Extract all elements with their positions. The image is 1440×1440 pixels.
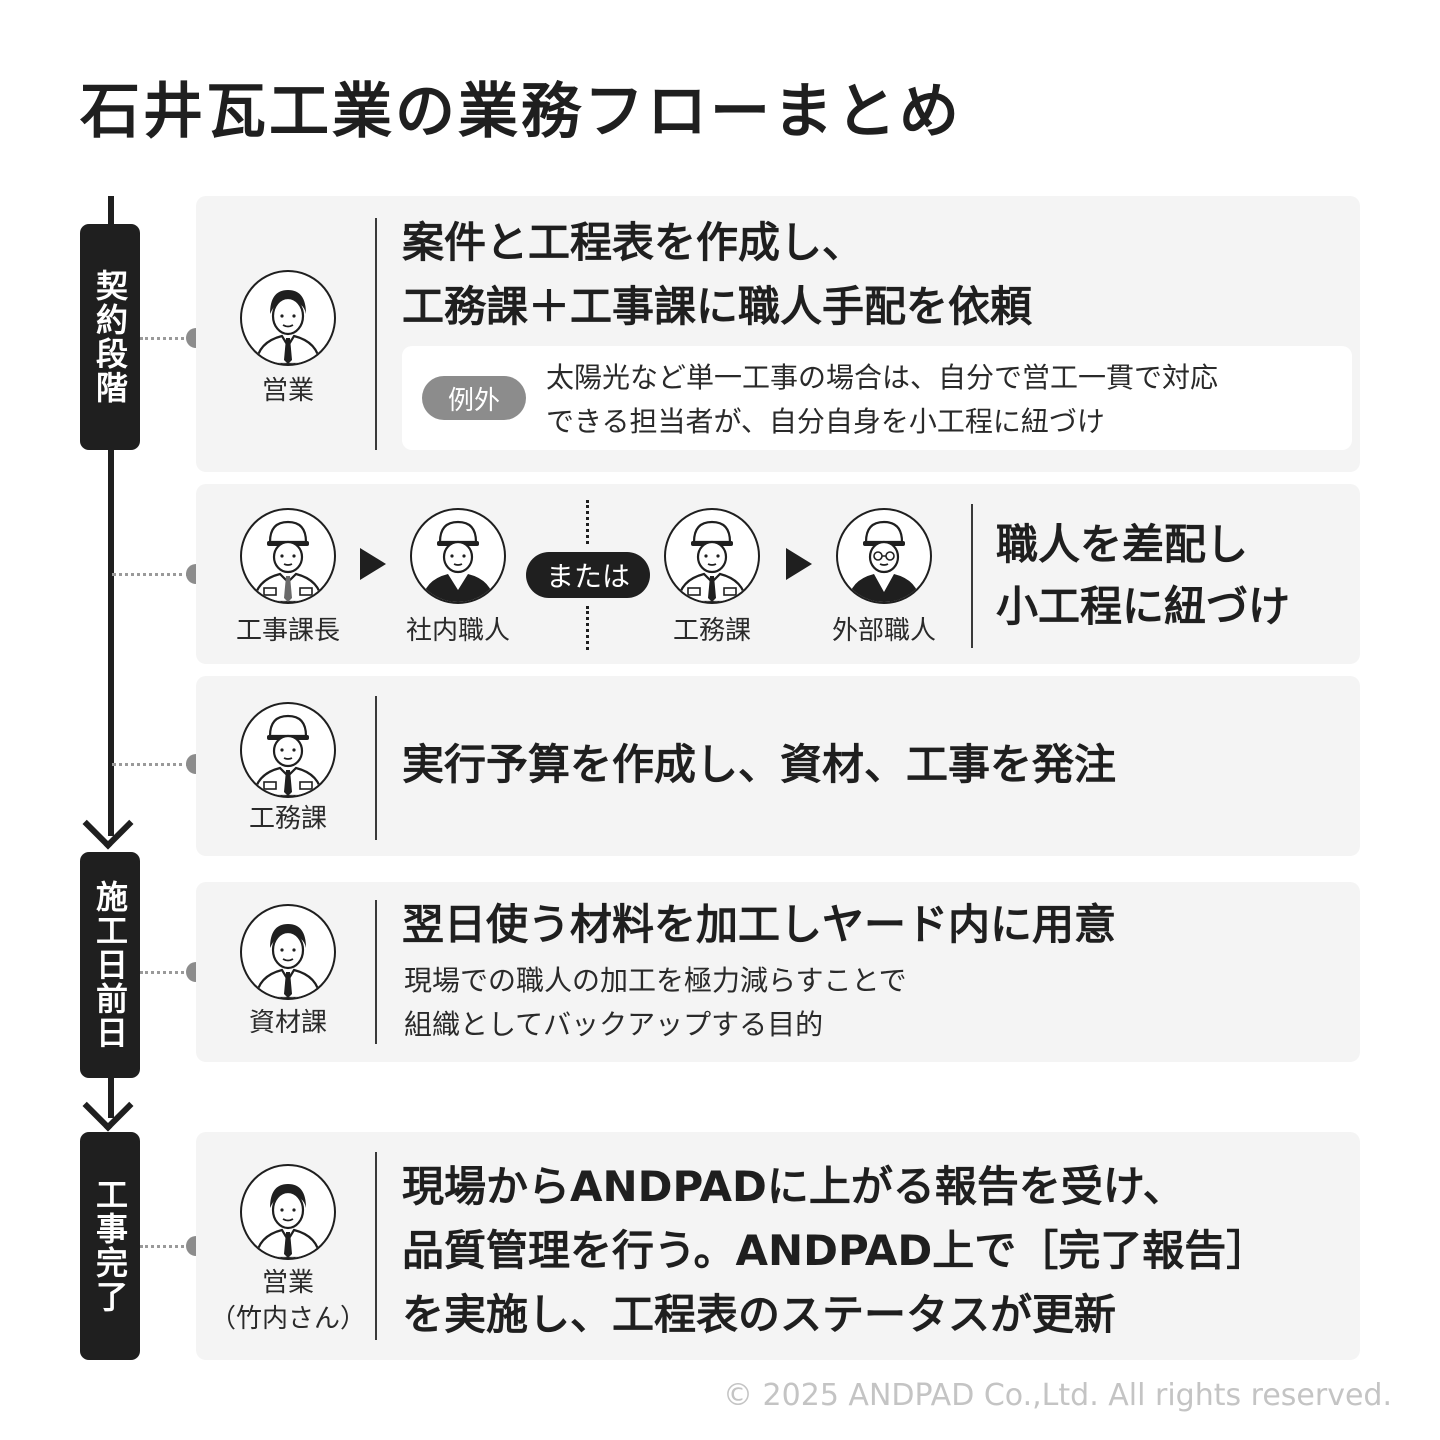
office-worker-avatar: [240, 1164, 336, 1260]
heading-line-2: 品質管理を行う。ANDPAD上で［完了報告］: [402, 1226, 1269, 1275]
separator: [971, 504, 973, 648]
arrow-right-icon: [786, 548, 812, 580]
office-worker-avatar: [240, 270, 336, 366]
person-label: 営業: [261, 1268, 315, 1298]
heading-line-2: 工務課＋工事課に職人手配を依頼: [402, 282, 1033, 331]
heading-line-1: 案件と工程表を作成し、: [402, 218, 865, 267]
person-label: 工事課長: [235, 616, 341, 646]
stage-completion: 工事完了: [80, 1132, 140, 1360]
person-construction-chief: 工事課長: [236, 508, 340, 646]
connector-1: [140, 337, 190, 340]
separator: [375, 696, 377, 840]
separator: [375, 900, 377, 1044]
timeline-line-2: [108, 1070, 114, 1118]
person-sublabel: （竹内さん）: [209, 1304, 367, 1334]
stage-day-before: 施工日前日: [80, 852, 140, 1078]
craftsman-avatar: [410, 508, 506, 604]
exception-box: [402, 346, 1352, 450]
divider-dots-top: [586, 500, 589, 544]
connector-2: [112, 573, 190, 576]
person-label: 工務課: [672, 616, 752, 646]
person-inhouse-craftsman: 社内職人: [406, 508, 510, 646]
person-label: 工務課: [248, 804, 328, 834]
divider-dots-bottom: [586, 606, 589, 650]
exception-line-2: できる担当者が、自分自身を小工程に紐づけ: [546, 405, 1105, 438]
heading-line-1: 翌日使う材料を加工しヤード内に用意: [402, 900, 1117, 949]
card-materials: [196, 882, 1360, 1062]
helmet-worker-avatar: [240, 702, 336, 798]
exception-text: 太陽光など単一工事の場合は、自分で営工一貫で対応 できる担当者が、自分自身を小工…: [546, 356, 1218, 444]
connector-3: [112, 763, 190, 766]
connector-5: [140, 1245, 190, 1248]
craftsman-glasses-avatar: [836, 508, 932, 604]
card-completion: [196, 1132, 1360, 1360]
person-external-craftsman: 外部職人: [832, 508, 936, 646]
separator: [375, 218, 377, 450]
person-materials-dept: 資材課: [238, 904, 338, 1038]
heading-line-1: 職人を差配し: [996, 520, 1249, 569]
exception-line-1: 太陽光など単一工事の場合は、自分で営工一貫で対応: [546, 361, 1219, 394]
person-label: 社内職人: [405, 616, 511, 646]
copyright: © 2025 ANDPAD Co.,Ltd. All rights reserv…: [723, 1378, 1392, 1413]
person-engineering-dept: 工務課: [662, 508, 762, 646]
exception-badge: 例外: [422, 376, 526, 420]
timeline-arrow-2: [82, 1080, 134, 1132]
sub-line-2: 組織としてバックアップする目的: [404, 1008, 824, 1041]
or-badge: または: [526, 552, 650, 598]
timeline-line-1: [108, 196, 114, 836]
separator: [375, 1152, 377, 1340]
person-label: 営業: [261, 376, 315, 406]
person-engineering-dept: 工務課: [238, 702, 338, 834]
heading-line-1: 現場からANDPADに上がる報告を受け、: [402, 1162, 1185, 1211]
card-budget: [196, 676, 1360, 856]
person-sales: 営業: [238, 270, 338, 406]
person-label: 外部職人: [831, 616, 937, 646]
helmet-worker-avatar: [664, 508, 760, 604]
page-title: 石井瓦工業の業務フローまとめ: [80, 77, 962, 147]
connector-4: [140, 971, 190, 974]
office-worker-avatar: [240, 904, 336, 1000]
heading-line-3: を実施し、工程表のステータスが更新: [402, 1290, 1117, 1339]
timeline-arrow-1: [82, 798, 134, 850]
card-assignment: [196, 484, 1360, 664]
person-sales-takeuchi: 営業 （竹内さん）: [210, 1164, 366, 1334]
stage-contract: 契約段階: [80, 224, 140, 450]
arrow-right-icon: [360, 548, 386, 580]
heading-line-2: 小工程に紐づけ: [996, 582, 1291, 631]
helmet-worker-avatar: [240, 508, 336, 604]
sub-line-1: 現場での職人の加工を極力減らすことで: [404, 964, 907, 997]
person-label: 資材課: [248, 1008, 328, 1038]
heading-line-1: 実行予算を作成し、資材、工事を発注: [402, 740, 1117, 789]
